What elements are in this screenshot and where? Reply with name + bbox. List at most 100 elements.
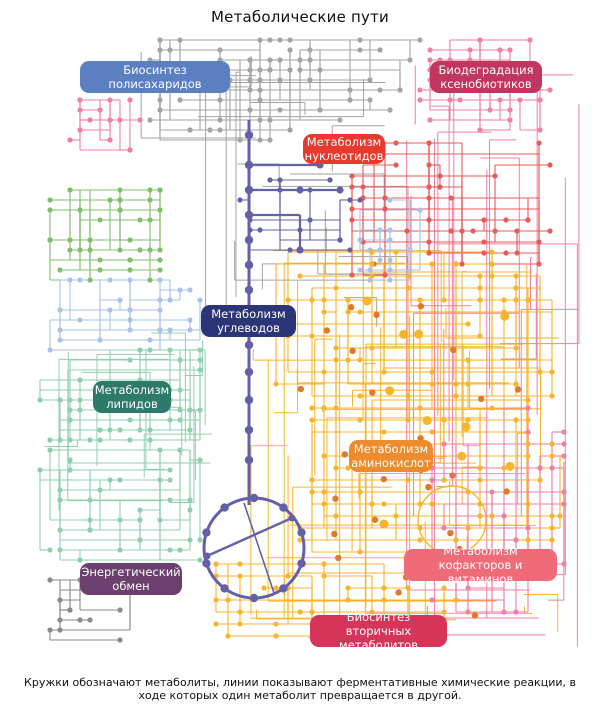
metabolite-node bbox=[513, 297, 519, 303]
metabolite-node bbox=[513, 285, 519, 291]
metabolite-node bbox=[381, 429, 387, 435]
metabolite-node bbox=[465, 381, 471, 387]
metabolite-node bbox=[77, 317, 83, 323]
metabolite-node bbox=[448, 228, 454, 234]
metabolite-node bbox=[457, 97, 463, 103]
metabolite-node bbox=[505, 461, 515, 471]
metabolite-node bbox=[177, 357, 183, 363]
metabolite-node bbox=[217, 127, 223, 133]
metabolite-node bbox=[157, 107, 163, 113]
metabolite-node bbox=[47, 197, 53, 203]
metabolite-node bbox=[525, 217, 531, 223]
metabolite-node bbox=[321, 489, 327, 495]
metabolite-node bbox=[117, 637, 123, 643]
metabolite-node bbox=[453, 597, 459, 603]
metabolite-node bbox=[525, 397, 531, 403]
metabolite-node bbox=[157, 37, 163, 43]
metabolite-node bbox=[147, 277, 153, 283]
metabolite-node bbox=[381, 369, 387, 375]
metabolite-node bbox=[47, 237, 53, 243]
metabolite-node bbox=[477, 127, 483, 133]
central-pathway bbox=[202, 120, 344, 603]
metabolite-node bbox=[381, 597, 387, 603]
metabolite-node bbox=[57, 527, 63, 533]
metabolite-node bbox=[547, 162, 553, 168]
metabolite-node bbox=[357, 489, 363, 495]
metabolite-node bbox=[157, 257, 163, 263]
metabolite-node bbox=[117, 117, 123, 123]
metabolite-node bbox=[177, 97, 183, 103]
label-amino-acids: Метаболизм аминокислот bbox=[349, 440, 433, 472]
metabolite-node bbox=[167, 467, 173, 473]
metabolite-node bbox=[501, 297, 507, 303]
metabolite-node bbox=[489, 273, 495, 279]
metabolite-node bbox=[465, 525, 471, 531]
metabolite-node bbox=[561, 441, 567, 447]
metabolite-node bbox=[57, 487, 63, 493]
metabolite-node bbox=[137, 347, 143, 353]
metabolite-node bbox=[377, 47, 383, 53]
metabolite-node bbox=[537, 369, 543, 375]
metabolite-node bbox=[477, 297, 483, 303]
metabolite-node bbox=[237, 197, 243, 203]
metabolite-node bbox=[525, 537, 531, 543]
metabolite-node bbox=[57, 307, 63, 313]
metabolite-node bbox=[237, 609, 243, 615]
metabolite-node bbox=[307, 217, 313, 223]
metabolite-node bbox=[237, 561, 243, 567]
metabolite-node bbox=[167, 547, 173, 553]
metabolite-node bbox=[373, 311, 380, 319]
metabolite-node bbox=[197, 297, 203, 303]
metabolite-node bbox=[57, 337, 63, 343]
metabolite-node bbox=[187, 537, 193, 543]
metabolite-node bbox=[137, 517, 143, 523]
metabolite-node bbox=[87, 497, 93, 503]
metabolite-node bbox=[57, 397, 63, 403]
metabolite-node bbox=[167, 347, 173, 353]
metabolite-node bbox=[244, 285, 254, 295]
metabolite-node bbox=[501, 513, 507, 519]
metabolite-node bbox=[426, 140, 432, 146]
metabolite-node bbox=[257, 77, 263, 83]
metabolite-node bbox=[297, 609, 303, 615]
metabolite-node bbox=[427, 57, 433, 63]
metabolite-node bbox=[187, 317, 193, 323]
metabolite-node bbox=[167, 497, 173, 503]
metabolite-node bbox=[127, 257, 133, 263]
metabolite-node bbox=[117, 517, 123, 523]
metabolite-node bbox=[157, 207, 163, 213]
metabolite-node bbox=[347, 247, 353, 253]
metabolite-node bbox=[405, 417, 411, 423]
metabolite-node bbox=[207, 127, 213, 133]
metabolite-node bbox=[277, 107, 283, 113]
metabolite-node bbox=[513, 381, 519, 387]
metabolite-node bbox=[465, 585, 471, 591]
metabolite-node bbox=[549, 441, 555, 447]
metabolite-node bbox=[67, 467, 73, 473]
metabolite-node bbox=[514, 386, 522, 393]
metabolite-node bbox=[321, 297, 327, 303]
metabolite-node bbox=[287, 67, 293, 73]
metabolite-node bbox=[257, 87, 263, 93]
metabolite-node bbox=[525, 525, 531, 531]
metabolite-node bbox=[277, 57, 283, 63]
metabolite-node bbox=[547, 87, 553, 93]
metabolite-node bbox=[487, 107, 493, 113]
metabolite-node bbox=[225, 633, 231, 639]
metabolite-node bbox=[47, 547, 53, 553]
metabolite-node bbox=[321, 405, 327, 411]
metabolite-node bbox=[257, 227, 263, 233]
metabolite-node bbox=[220, 584, 229, 593]
metabolite-node bbox=[147, 427, 153, 433]
metabolite-node bbox=[87, 617, 93, 623]
metabolite-node bbox=[87, 517, 93, 523]
metabolite-node bbox=[333, 357, 339, 363]
metabolite-node bbox=[405, 285, 411, 291]
metabolite-node bbox=[385, 386, 395, 396]
metabolite-node bbox=[369, 345, 375, 351]
metabolite-node bbox=[273, 381, 279, 387]
metabolite-node bbox=[404, 228, 410, 234]
metabolite-node bbox=[257, 67, 263, 73]
metabolite-node bbox=[147, 247, 153, 253]
metabolite-node bbox=[225, 597, 231, 603]
